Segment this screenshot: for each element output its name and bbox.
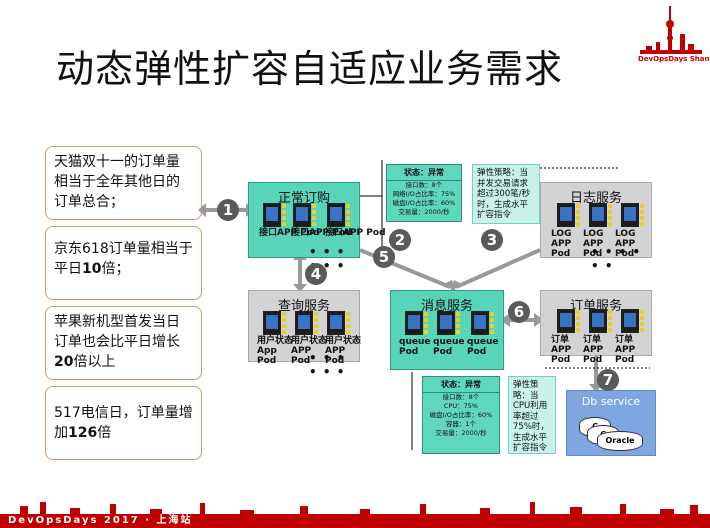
- pod-icon: [327, 311, 345, 335]
- more-pods-dots: • • • • • •: [591, 245, 651, 273]
- step-1-badge: 1: [217, 199, 239, 221]
- pod-status-icon: [346, 312, 350, 334]
- pod-icon: [327, 203, 345, 227]
- pod-label: 用户状态 App Pod: [257, 336, 293, 366]
- pod-icon: [471, 311, 489, 335]
- service-order[interactable]: 正常订购 接口APP Pod 接口APP Pod 接口APP Pod • • •…: [248, 182, 360, 258]
- pod-status-icon: [312, 204, 316, 226]
- pod-icon: [263, 203, 281, 227]
- step-3-badge: 3: [481, 229, 503, 251]
- pod-status-icon: [608, 310, 612, 332]
- pod-label: queue Pod: [399, 337, 429, 357]
- status-box-bottom: 状态：异常 接口数：8个 CPU：75% 磁盘I/O占比率：60% 容器：1个 …: [422, 376, 500, 454]
- pod-label: 订单APP Pod: [551, 335, 585, 365]
- pod-label: LOG APP Pod: [551, 229, 585, 259]
- pod-icon: [621, 203, 639, 227]
- status-header: 状态：异常: [387, 165, 461, 181]
- pod-icon: [263, 311, 281, 335]
- strategy-box-bottom: 弹性策略：当CPU利用率超过75%时，生成水平扩容指令: [508, 376, 556, 454]
- pod-icon: [621, 309, 639, 333]
- step-2-badge: 2: [389, 229, 411, 251]
- status-line: CPU：75%: [423, 402, 499, 411]
- pod-status-icon: [576, 310, 580, 332]
- service-message[interactable]: 消息服务 queue Pod queue Pod queue Pod: [390, 290, 504, 370]
- status-box-top: 状态：异常 接口数：8个 网络I/O占比率：75% 磁盘I/O占比率：60% 交…: [386, 164, 462, 222]
- status-line: 磁盘I/O占比率：60%: [423, 411, 499, 420]
- status-line: 交易量：2000/秒: [423, 429, 499, 438]
- oracle-database-icon: Oracle: [597, 431, 643, 451]
- more-pods-dots: • • • • • •: [309, 351, 359, 379]
- db-title: Db service: [567, 395, 655, 408]
- pod-status-icon: [456, 312, 460, 334]
- pod-icon: [557, 203, 575, 227]
- pod-status-icon: [424, 312, 428, 334]
- service-log[interactable]: 日志服务 LOG APP Pod LOG APP Pod LOG APP Pod…: [540, 182, 652, 258]
- pod-status-icon: [314, 312, 318, 334]
- db-service[interactable]: Db service C C Oracle: [566, 390, 656, 456]
- status-header: 状态：异常: [423, 377, 499, 393]
- pod-label: queue Pod: [467, 337, 497, 357]
- status-line: 交易量：2000/秒: [387, 208, 461, 217]
- pod-icon: [437, 311, 455, 335]
- pod-icon: [405, 311, 423, 335]
- pod-icon: [557, 309, 575, 333]
- status-line: 网络I/O占比率：75%: [387, 190, 461, 199]
- pod-icon: [589, 203, 607, 227]
- pod-label: queue Pod: [433, 337, 463, 357]
- pod-status-icon: [346, 204, 350, 226]
- pod-status-icon: [640, 204, 644, 226]
- step-7-badge: 7: [597, 369, 619, 391]
- status-line: 容器：1个: [423, 420, 499, 429]
- step-4-badge: 4: [305, 263, 327, 285]
- pod-label: 接口APP Pod: [325, 228, 365, 238]
- pod-label: 订单APP Pod: [583, 335, 617, 365]
- pod-status-icon: [608, 204, 612, 226]
- step-5-badge: 5: [373, 246, 395, 268]
- pod-status-icon: [282, 312, 286, 334]
- pod-icon: [295, 311, 313, 335]
- service-orders[interactable]: 订单服务 订单APP Pod 订单APP Pod 订单APP Pod: [540, 290, 652, 356]
- arrow-log-message: [456, 250, 540, 287]
- pod-status-icon: [576, 204, 580, 226]
- pod-status-icon: [640, 310, 644, 332]
- footer-text: DevOpsDays 2017 · 上海站: [8, 511, 193, 526]
- pod-icon: [293, 203, 311, 227]
- pod-status-icon: [282, 204, 286, 226]
- pod-icon: [589, 309, 607, 333]
- pod-status-icon: [490, 312, 494, 334]
- pod-label: 订单APP Pod: [615, 335, 649, 365]
- status-line: 磁盘I/O占比率：60%: [387, 199, 461, 208]
- status-line: 接口数：8个: [423, 393, 499, 402]
- step-6-badge: 6: [508, 301, 530, 323]
- service-query[interactable]: 查询服务 用户状态 App Pod 用户状态 APP Pod 用户状态 APP …: [248, 290, 360, 362]
- status-line: 接口数：8个: [387, 181, 461, 190]
- strategy-box-top: 弹性策略：当并发交易请求超过300笔/秒时，生成水平扩容指令: [472, 164, 540, 224]
